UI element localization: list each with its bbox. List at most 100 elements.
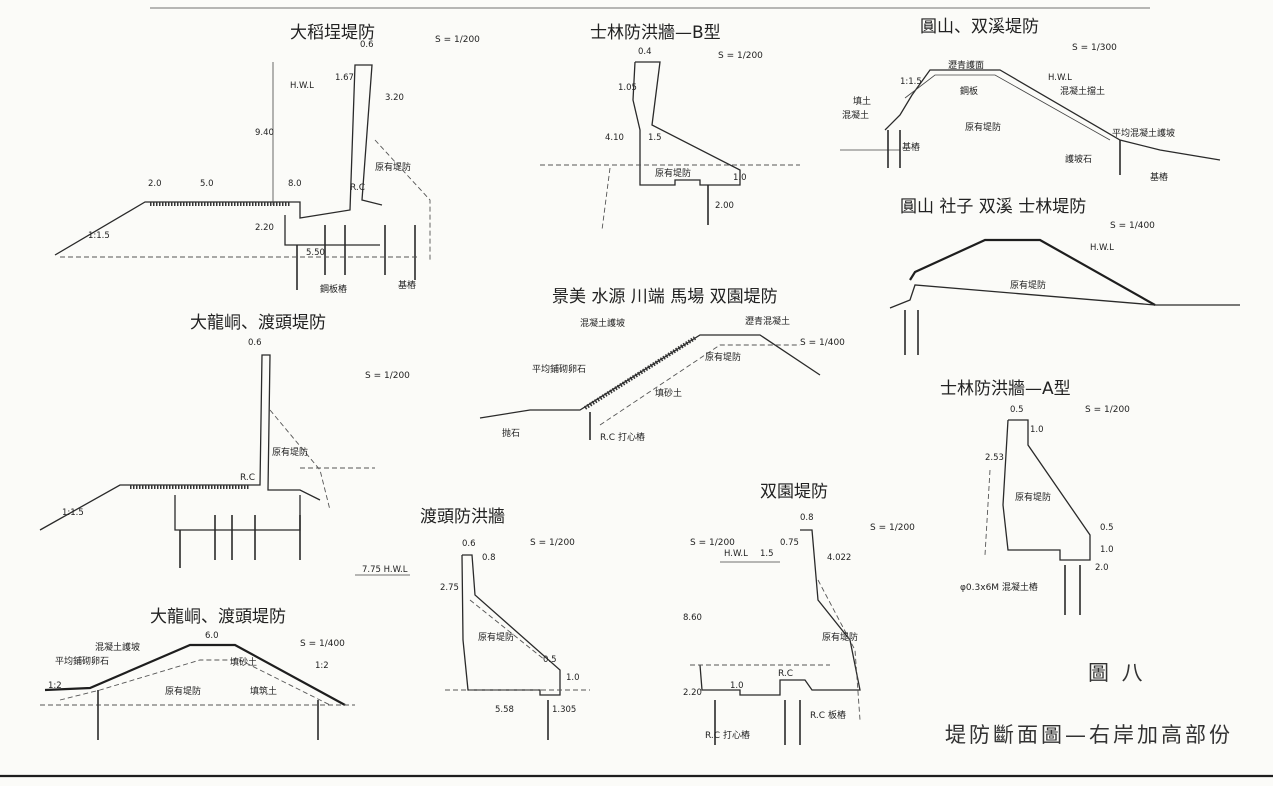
section-scale: S = 1/200 [365, 371, 410, 381]
levee-base [889, 284, 1240, 309]
label-d: 平均鋪砌卵石 [532, 363, 586, 375]
wall-outline [461, 554, 561, 696]
wall-outline [1002, 419, 1091, 561]
dim-top: 0.6 [462, 539, 476, 549]
section-scale: S = 1/400 [300, 639, 345, 649]
pile-label: φ0.3x6M 混凝土樁 [960, 581, 1038, 593]
section-title: 大龍峒、渡頭堤防 [190, 313, 326, 333]
dim-d1: 1.67 [335, 73, 354, 83]
foundation-pile-label: 基樁 [398, 279, 416, 291]
dim-d1: 1.05 [618, 83, 637, 93]
dim-base: 2.00 [715, 201, 734, 211]
footing-outline [284, 215, 380, 246]
slope-label: 1:1.5 [900, 77, 922, 87]
dim-d3: 1.0 [566, 673, 580, 683]
section-yuanshan-shuangxi: 圓山、双溪堤防 S = 1/300 填土 混凝土 鋼板 瀝青護面 混凝土擋土 基… [840, 17, 1221, 183]
section-title: 景美 水源 川端 馬場 双園堤防 [552, 287, 778, 307]
section-dutou-wall: 渡頭防洪牆 S = 1/200 0.6 0.8 2.75 0.5 1.0 5.5… [355, 507, 590, 740]
label-b: 瀝青混凝土 [745, 315, 790, 327]
rc-label: R.C [350, 183, 365, 193]
section-scale: S = 1/400 [1110, 221, 1155, 231]
pile-label-2: R.C 板樁 [810, 709, 846, 721]
slope-left: 1:2 [48, 681, 62, 691]
levee-crest [909, 238, 1156, 306]
dim-height: 8.60 [683, 613, 702, 623]
orig-levee-label: 原有堤防 [1010, 279, 1046, 291]
label-c: 填砂土 [230, 656, 257, 668]
label-a: 混凝土護坡 [580, 317, 625, 329]
label-e: 填筑土 [250, 685, 277, 697]
dim-d1: 1.0 [1030, 425, 1044, 435]
label-i: 護坡石 [1065, 153, 1092, 165]
slope-right: 1:2 [315, 661, 329, 671]
levee-outline [699, 529, 861, 696]
section-title: 渡頭防洪牆 [420, 507, 505, 527]
levee-outline [479, 334, 821, 419]
dim-footing: 5.50 [306, 248, 325, 258]
dim-d2: 0.5 [1100, 523, 1114, 533]
label-f: 抛石 [502, 427, 520, 439]
dim-base: 5.58 [495, 705, 514, 715]
scale-repeat: S = 1/200 [870, 523, 915, 533]
dim-height: 4.10 [605, 133, 624, 143]
sheet-title: 堤防斷面圖—右岸加高部份 [945, 723, 1233, 747]
levee-outline [39, 354, 321, 531]
dim-base: 2.20 [255, 223, 274, 233]
dim-d1: 0.8 [482, 553, 496, 563]
hwl-label: H.W.L [290, 81, 314, 91]
dim-height: 9.40 [255, 128, 274, 138]
dim-d4: 2.0 [1095, 563, 1109, 573]
footing-outline [174, 495, 301, 531]
levee-crest [44, 643, 346, 706]
hwl-label: H.W.L [1048, 73, 1072, 83]
section-title: 士林防洪牆—A型 [940, 379, 1071, 399]
original-levee-line [599, 344, 800, 426]
section-jingmei: 景美 水源 川端 馬場 双園堤防 S = 1/400 混凝土護坡 瀝青混凝土 原… [479, 287, 845, 443]
inner-line [469, 599, 546, 661]
hwl-label: H.W.L [724, 549, 748, 559]
section-scale: S = 1/400 [800, 338, 845, 348]
dim-height: 2.75 [440, 583, 459, 593]
pile-label-1: R.C 打心樁 [705, 729, 750, 741]
label-g: 原有堤防 [965, 121, 1001, 133]
label-e: 填砂土 [655, 387, 682, 399]
dim-top: 6.0 [205, 631, 219, 641]
section-scale: S = 1/200 [1085, 405, 1130, 415]
section-dalongdong-1: 大龍峒、渡頭堤防 S = 1/200 0.6 1:1.5 R.C 原有堤防 [39, 313, 410, 568]
section-scale: S = 1/200 [435, 35, 480, 45]
orig-levee-label: 原有堤防 [478, 631, 514, 643]
label-c: 原有堤防 [705, 351, 741, 363]
dim-w2: 5.0 [200, 179, 214, 189]
section-scale: S = 1/300 [1072, 43, 1117, 53]
sheet-pile-label: 鋼板樁 [320, 283, 347, 295]
dim-step: 1.5 [648, 133, 662, 143]
dim-top: 0.6 [360, 40, 374, 50]
dim-d1: 0.75 [780, 538, 799, 548]
section-title: 大稻埕堤防 [290, 23, 375, 43]
section-title: 士林防洪牆—B型 [590, 23, 721, 43]
dim-d2: 4.022 [827, 553, 851, 563]
section-dalongdong-2: 大龍峒、渡頭堤防 S = 1/400 6.0 1:2 1:2 混凝土護坡 平均鋪… [40, 607, 355, 740]
section-scale: S = 1/200 [530, 538, 575, 548]
section-yuanshan-shezi: 圓山 社子 双溪 士林堤防 S = 1/400 原有堤防 H.W.L [889, 197, 1240, 355]
orig-levee-label: 原有堤防 [272, 446, 308, 458]
revetment-hatch [583, 336, 697, 410]
section-title: 圓山 社子 双溪 士林堤防 [900, 197, 1086, 217]
inner-line [904, 74, 1111, 141]
dim-d2: 1.0 [733, 173, 747, 183]
dim-w1: 2.0 [148, 179, 162, 189]
dim-d2: 3.20 [385, 93, 404, 103]
orig-levee-label: 原有堤防 [375, 161, 411, 173]
section-title: 双園堤防 [760, 482, 828, 502]
hwl-label: H.W.L [1090, 243, 1114, 253]
rc-label: R.C [778, 669, 793, 679]
label-j: 基樁 [1150, 171, 1168, 183]
levee-outline [54, 64, 383, 256]
label-b: 混凝土 [842, 109, 869, 121]
dim-d3: 1.0 [1100, 545, 1114, 555]
section-shilin-b: 士林防洪牆—B型 S = 1/200 0.4 1.05 4.10 1.5 2.0… [540, 23, 800, 231]
levee-outline [884, 69, 1221, 161]
section-dadaocheng: 大稻埕堤防 S = 1/200 0.6 1.67 3.20 9.40 H.W.L… [54, 23, 480, 295]
